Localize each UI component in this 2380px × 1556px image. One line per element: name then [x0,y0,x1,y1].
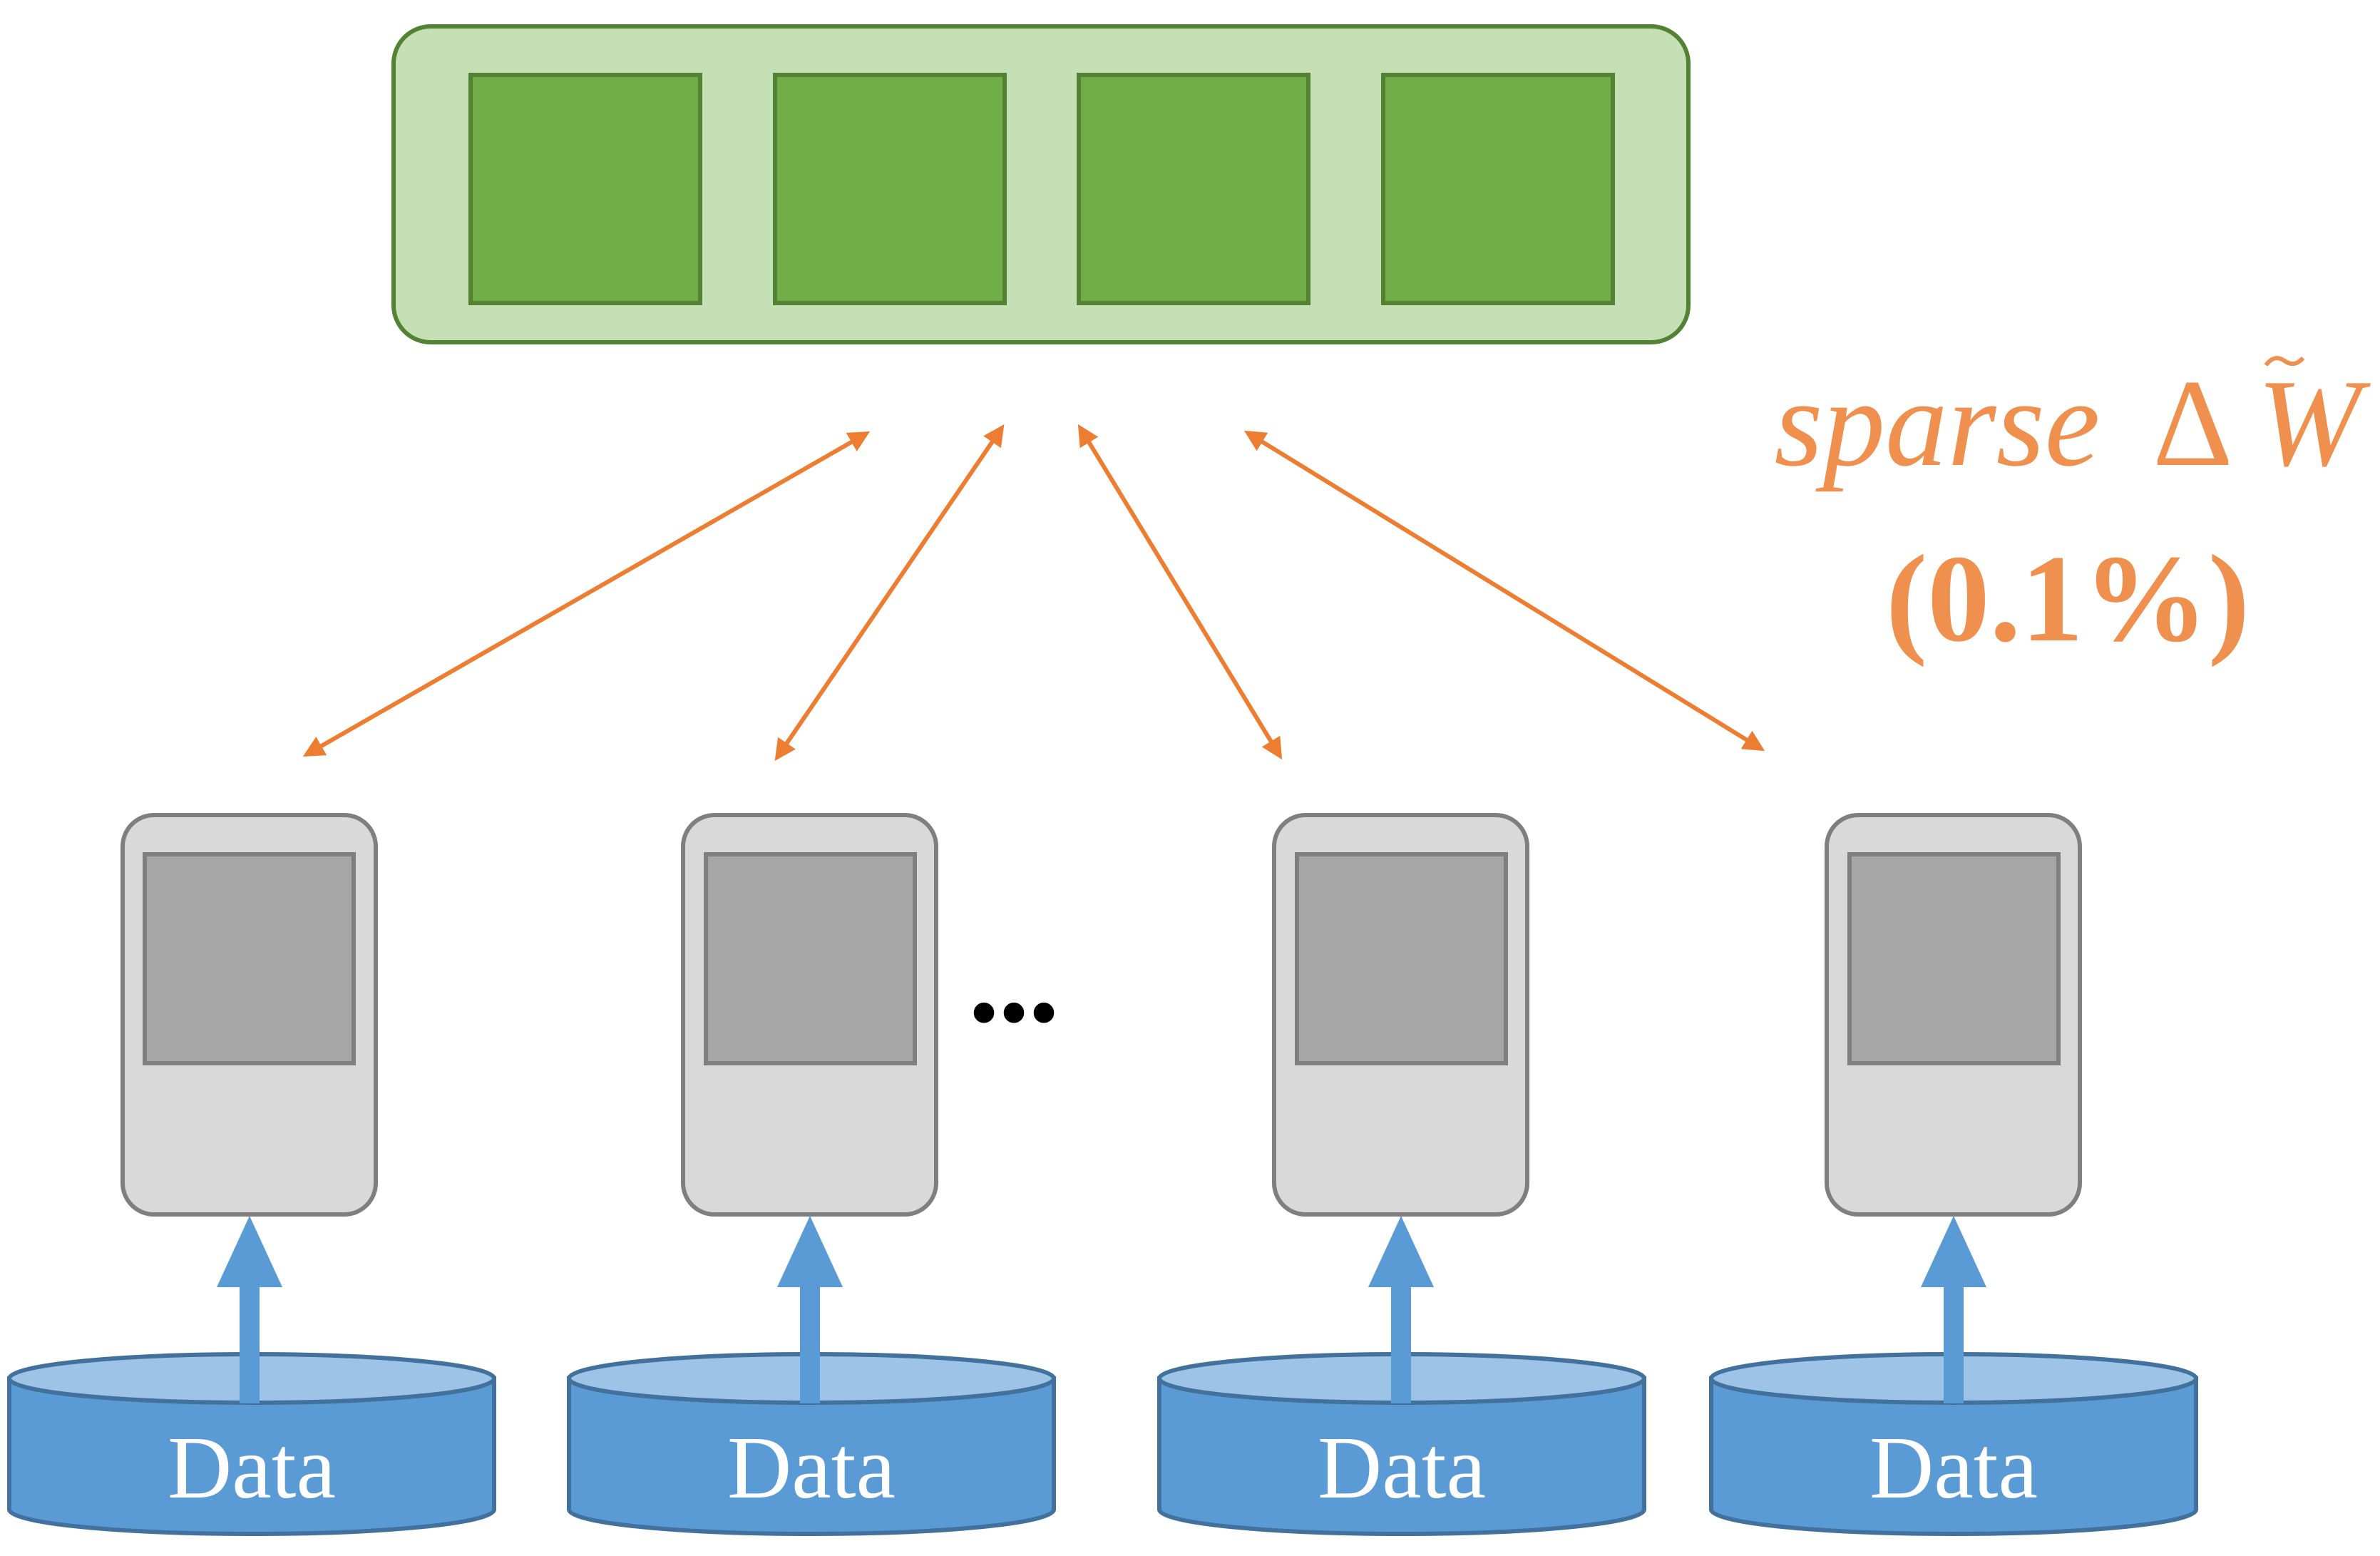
sync-arrow-client-1 [302,431,871,757]
data-label: Data [727,1419,896,1517]
database-body [1157,1376,1646,1536]
sync-arrow-client-2 [774,424,1005,761]
device-screen [704,852,917,1065]
communication-arrows [302,424,1765,761]
data-store: Data [7,1319,496,1536]
sync-arrow-client-3 [1077,424,1283,760]
server-parameter-block [468,73,702,305]
device-screen [1847,852,2061,1065]
annotation-tilde [2264,356,2305,367]
upload-arrow-icon [1921,1216,1986,1403]
data-store: Data [567,1319,1056,1536]
database-body [7,1376,496,1536]
upload-arrow-icon [1368,1216,1434,1403]
data-store: Data [1709,1319,2198,1536]
device-screen [1295,852,1508,1065]
annotation-delta: Δ [2153,354,2228,492]
client-3: Data [1157,813,1646,1536]
annotation-line1: sparse Δ W [1774,354,2371,492]
upload-arrow-icon [777,1216,843,1403]
device-screen [143,852,356,1065]
database-body [1709,1376,2198,1536]
ellipsis-more-clients: ••• [969,965,1059,1060]
data-store: Data [1157,1319,1646,1536]
data-label: Data [1869,1419,2038,1517]
server-parameter-block [1381,73,1615,305]
annotation-sparse-word: sparse [1774,354,2100,492]
annotation-w-symbol: W [2257,354,2371,492]
annotation-line2: (0.1%) [1886,529,2250,667]
server-parameter-block [773,73,1007,305]
data-label: Data [1318,1419,1486,1517]
server-container [391,24,1691,344]
sync-arrow-client-4 [1243,430,1765,752]
database-body [567,1376,1056,1536]
server-model [391,24,1691,344]
sparse-update-annotation: sparse Δ W (0.1%) [1774,354,2371,667]
client-4: Data [1709,813,2198,1536]
client-2: Data [567,813,1056,1536]
client-1: Data [7,813,496,1536]
data-label: Data [168,1419,336,1517]
server-parameter-block [1077,73,1310,305]
upload-arrow-icon [217,1216,282,1403]
